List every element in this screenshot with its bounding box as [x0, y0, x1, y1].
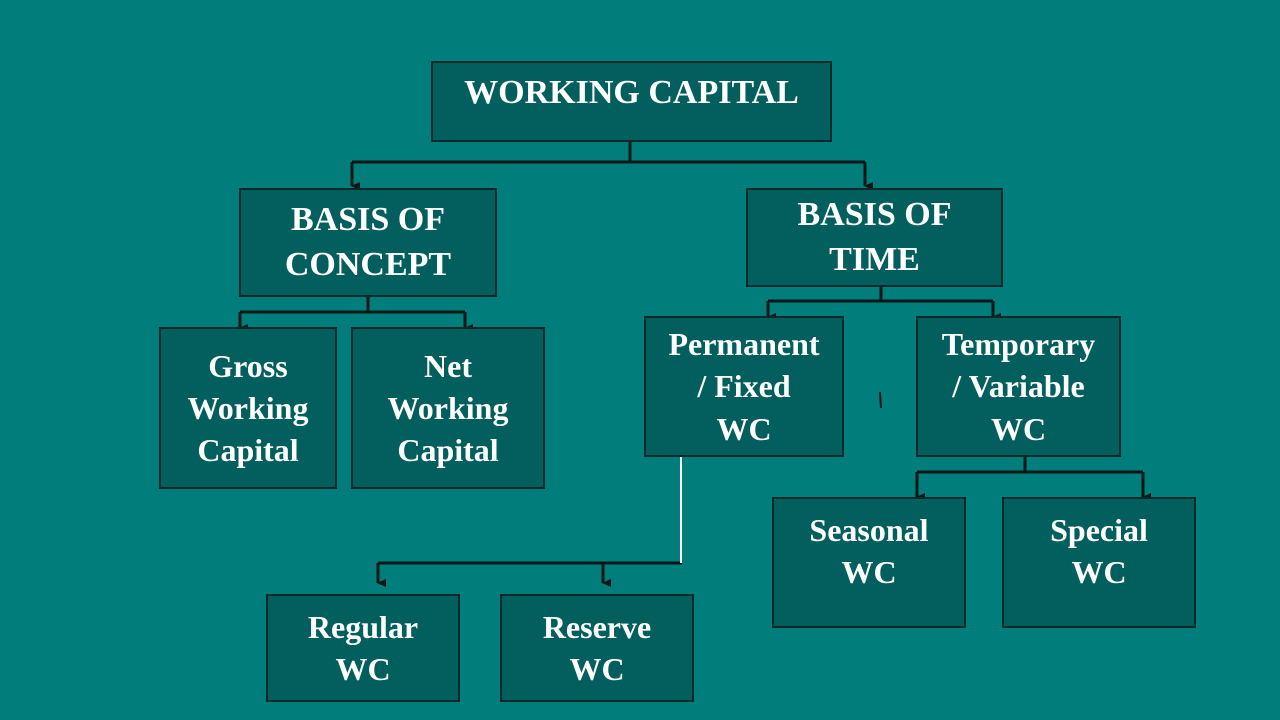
node-seasonal-wc: Seasonal WC — [772, 497, 966, 628]
node-permanent-line-1: Permanent — [668, 326, 820, 363]
node-gross-line-1: Gross — [208, 347, 288, 384]
node-basis-of-concept-line-2: CONCEPT — [284, 245, 452, 283]
node-special-line-2: WC — [1071, 554, 1127, 591]
node-net-line-1: Net — [424, 347, 472, 384]
node-permanent-line-3: WC — [716, 410, 772, 447]
connector-stray-mark — [879, 391, 882, 409]
node-reserve-line-1: Reserve — [542, 608, 652, 645]
node-permanent-line-2: / Fixed — [697, 368, 791, 405]
node-seasonal-line-2: WC — [841, 554, 897, 591]
node-working-capital: WORKING CAPITAL — [431, 61, 832, 142]
node-net-line-2: Working — [387, 389, 509, 426]
node-basis-of-time-line-2: TIME — [829, 240, 920, 278]
node-temporary-variable-wc: Temporary / Variable WC — [916, 316, 1121, 457]
node-seasonal-line-1: Seasonal — [809, 512, 929, 548]
node-working-capital-label: WORKING CAPITAL — [464, 74, 799, 111]
node-basis-of-time: BASIS OF TIME — [746, 188, 1003, 287]
node-gross-line-3: Capital — [197, 432, 299, 469]
node-permanent-fixed-wc: Permanent / Fixed WC — [644, 316, 844, 457]
node-gross-working-capital: Gross Working Capital — [159, 327, 337, 489]
node-special-wc: Special WC — [1002, 497, 1196, 628]
node-basis-of-concept-line-1: BASIS OF — [291, 200, 445, 238]
node-regular-line-1: Regular — [307, 608, 419, 645]
node-basis-of-concept: BASIS OF CONCEPT — [239, 188, 497, 297]
node-special-line-1: Special — [1050, 512, 1148, 548]
node-net-working-capital: Net Working Capital — [351, 327, 545, 489]
node-reserve-line-2: WC — [569, 651, 625, 687]
node-temporary-line-2: / Variable — [952, 368, 1085, 405]
node-basis-of-time-line-1: BASIS OF — [797, 195, 952, 233]
node-temporary-line-1: Temporary — [941, 326, 1096, 363]
node-net-line-3: Capital — [397, 432, 499, 469]
node-temporary-line-3: WC — [990, 410, 1047, 447]
node-gross-line-2: Working — [187, 389, 309, 426]
node-regular-wc: Regular WC — [266, 594, 460, 702]
node-reserve-wc: Reserve WC — [500, 594, 694, 702]
node-regular-line-2: WC — [335, 651, 391, 687]
